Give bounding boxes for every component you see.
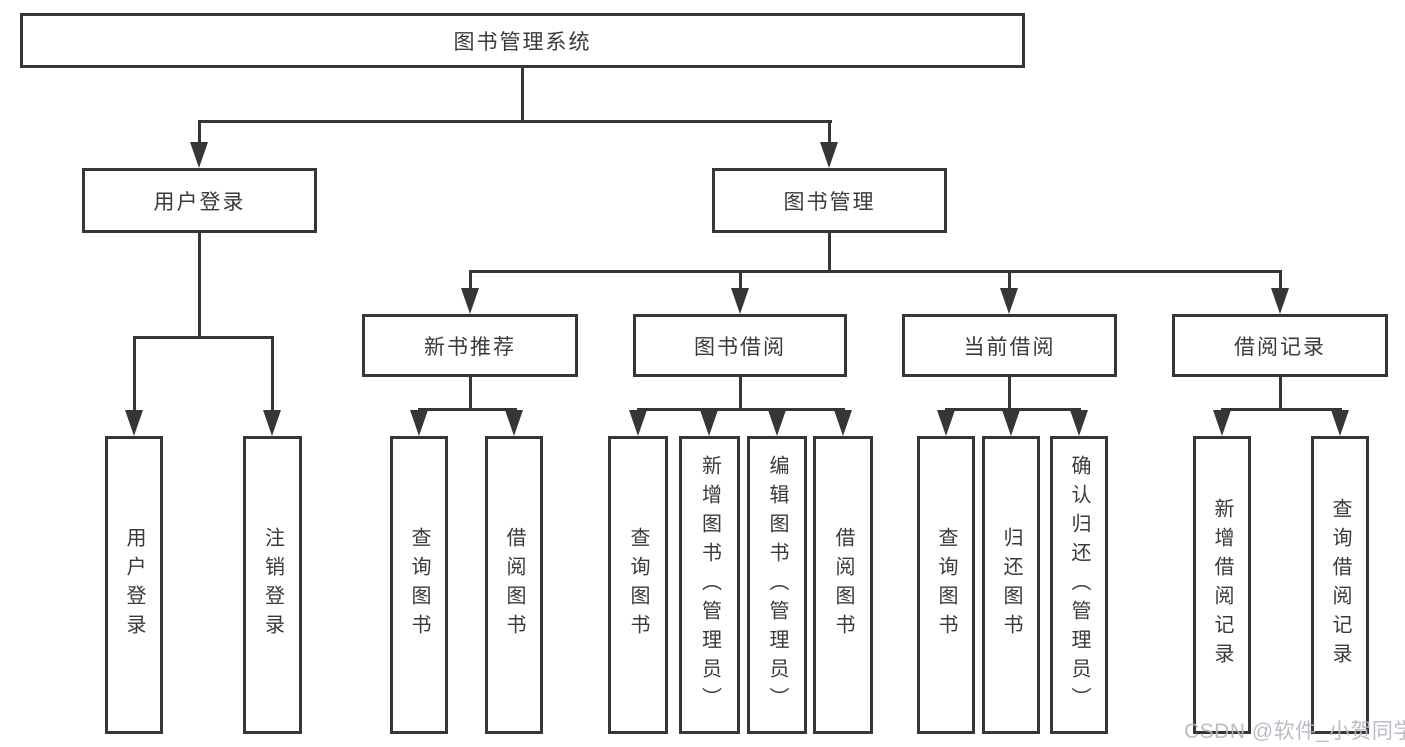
arrow-down-icon: [820, 142, 838, 168]
node-label: 新增图书（管理员）: [698, 454, 721, 716]
node-borrowing-records: 借阅记录: [1172, 314, 1388, 377]
node-label: 查询图书: [627, 527, 649, 643]
arrow-down-icon: [1000, 288, 1018, 314]
connector-line: [1279, 270, 1282, 290]
arrow-down-icon: [768, 410, 786, 436]
connector-line: [739, 270, 742, 290]
node-label: 用户登录: [153, 190, 246, 214]
connector-line: [271, 336, 274, 412]
arrow-down-icon: [190, 142, 208, 168]
leaf-add-books-admin: 新增图书（管理员）: [679, 436, 740, 734]
connector-line: [1008, 270, 1011, 290]
arrow-down-icon: [629, 410, 647, 436]
node-new-book-recommendation: 新书推荐: [362, 314, 578, 377]
arrow-down-icon: [1271, 288, 1289, 314]
leaf-edit-books-admin: 编辑图书（管理员）: [747, 436, 807, 734]
leaf-query-books-recommend: 查询图书: [390, 436, 448, 734]
node-label: 图书管理系统: [453, 30, 592, 54]
leaf-confirm-return-admin: 确认归还（管理员）: [1050, 436, 1108, 734]
leaf-add-borrow-record: 新增借阅记录: [1193, 436, 1251, 734]
connector-line: [521, 68, 524, 123]
connector-line: [198, 120, 832, 123]
arrow-down-icon: [937, 410, 955, 436]
connector-line: [739, 377, 742, 411]
node-label: 查询借阅记录: [1329, 498, 1351, 672]
arrow-down-icon: [125, 410, 143, 436]
leaf-borrow-books-recommend: 借阅图书: [485, 436, 543, 734]
connector-line: [469, 270, 1282, 273]
connector-line: [198, 233, 201, 338]
connector-line: [133, 336, 274, 339]
leaf-return-books: 归还图书: [982, 436, 1040, 734]
node-label: 当前借阅: [963, 335, 1056, 359]
arrow-down-icon: [410, 410, 428, 436]
arrow-down-icon: [461, 288, 479, 314]
arrow-down-icon: [505, 410, 523, 436]
connector-line: [828, 233, 831, 272]
leaf-logout: 注销登录: [243, 436, 302, 734]
node-label: 用户登录: [123, 527, 145, 643]
node-label: 新增借阅记录: [1211, 498, 1233, 672]
arrow-down-icon: [834, 410, 852, 436]
node-label: 图书管理: [783, 190, 876, 214]
connector-line: [1279, 377, 1282, 411]
node-label: 编辑图书（管理员）: [766, 454, 788, 716]
connector-line: [469, 377, 472, 411]
connector-line: [1221, 408, 1342, 411]
node-label: 借阅图书: [832, 527, 854, 643]
node-label: 查询图书: [935, 527, 957, 643]
node-library-management-system: 图书管理系统: [20, 13, 1025, 68]
node-current-borrowing: 当前借阅: [902, 314, 1117, 377]
arrow-down-icon: [1213, 410, 1231, 436]
connector-line: [945, 408, 1081, 411]
arrow-down-icon: [1002, 410, 1020, 436]
connector-line: [1008, 377, 1011, 411]
leaf-borrow-books-borrowing: 借阅图书: [813, 436, 873, 734]
connector-line: [637, 408, 845, 411]
leaf-query-books-current: 查询图书: [917, 436, 975, 734]
connector-line: [418, 408, 517, 411]
arrow-down-icon: [1331, 410, 1349, 436]
node-label: 查询图书: [408, 527, 430, 643]
connector-line: [828, 120, 831, 144]
node-label: 注销登录: [261, 527, 284, 643]
leaf-user-login: 用户登录: [105, 436, 163, 734]
node-label: 确认归还（管理员）: [1068, 454, 1090, 716]
node-book-borrowing: 图书借阅: [633, 314, 847, 377]
leaf-query-borrow-record: 查询借阅记录: [1311, 436, 1369, 734]
arrow-down-icon: [263, 410, 281, 436]
node-label: 借阅记录: [1234, 335, 1326, 359]
node-label: 借阅图书: [503, 527, 525, 643]
arrow-down-icon: [700, 410, 718, 436]
node-label: 归还图书: [1000, 527, 1022, 643]
node-label: 图书借阅: [694, 335, 786, 359]
node-label: 新书推荐: [424, 335, 516, 359]
node-user-login: 用户登录: [82, 168, 317, 233]
leaf-query-books-borrowing: 查询图书: [608, 436, 668, 734]
watermark: CSDN @软件_小贺同学: [1184, 720, 1405, 743]
node-book-management: 图书管理: [712, 168, 947, 233]
arrow-down-icon: [1070, 410, 1088, 436]
connector-line: [198, 120, 201, 144]
connector-line: [469, 270, 472, 290]
arrow-down-icon: [731, 288, 749, 314]
connector-line: [133, 336, 136, 412]
